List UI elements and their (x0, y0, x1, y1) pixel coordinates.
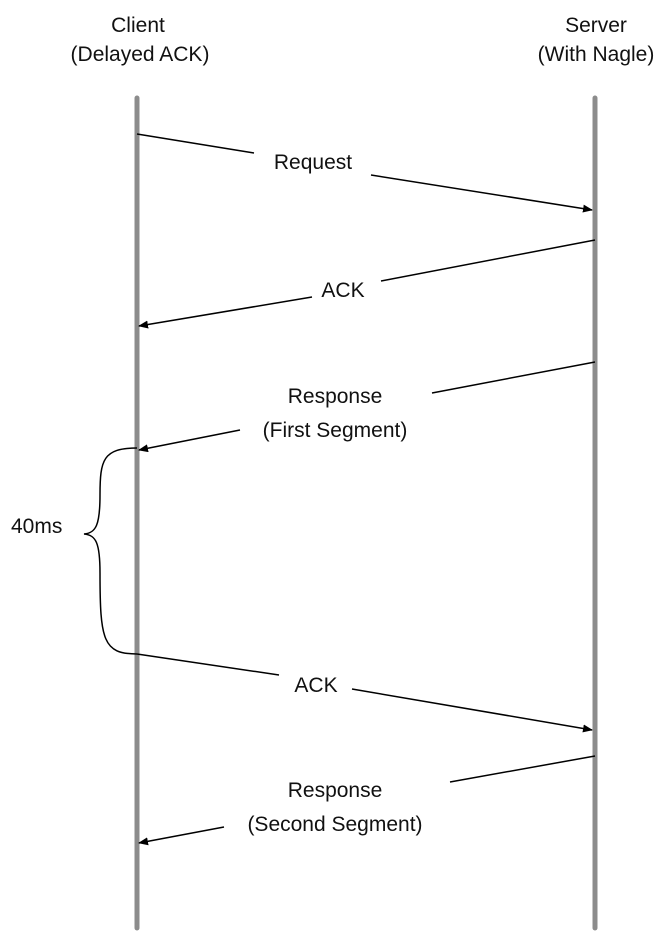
server-title: Server (565, 14, 627, 37)
delay-label: 40ms (11, 515, 62, 538)
message-response-first: Response (First Segment) (139, 361, 596, 450)
response-second-arrow (139, 755, 596, 843)
client-subtitle: (Delayed ACK) (71, 43, 210, 66)
client-title: Client (111, 14, 165, 37)
response-first-label: Response (288, 385, 383, 408)
request-arrow (136, 133, 592, 210)
response-first-sublabel: (First Segment) (263, 419, 408, 442)
server-subtitle: (With Nagle) (538, 43, 655, 66)
response-first-arrow (139, 361, 596, 450)
message-response-second: Response (Second Segment) (139, 755, 596, 843)
message-request: Request (136, 133, 592, 210)
message-ack-1: ACK (139, 239, 596, 326)
delay-brace: 40ms (11, 447, 138, 655)
ack-arrow-2 (136, 653, 592, 730)
request-label: Request (274, 151, 352, 174)
response-second-label: Response (288, 779, 383, 802)
response-second-sublabel: (Second Segment) (247, 813, 422, 836)
ack-label-2: ACK (294, 674, 337, 697)
delay-brace-shape (83, 447, 138, 655)
message-ack-2: ACK (136, 653, 592, 730)
ack-label-1: ACK (321, 279, 364, 302)
ack-arrow-1 (139, 239, 596, 326)
